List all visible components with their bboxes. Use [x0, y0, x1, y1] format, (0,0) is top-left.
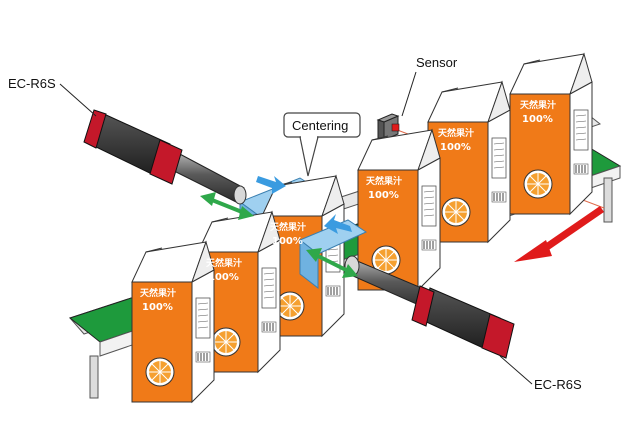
- actuator-right: [343, 255, 515, 359]
- juice-carton: [131, 241, 215, 403]
- carton-labels: 天然果汁 100% 天然果汁 100% 天然果汁 100% 天然果汁 100% …: [140, 99, 556, 313]
- carton-percent: 100%: [522, 114, 553, 125]
- conveyor-leg: [603, 177, 613, 223]
- carton-brand: 天然果汁: [140, 287, 176, 299]
- carton-brand: 天然果汁: [520, 99, 556, 111]
- juice-carton: [509, 53, 593, 215]
- sensor-label: Sensor: [416, 55, 458, 70]
- sensor-callout-line: [401, 71, 417, 117]
- centering-callout: Centering: [283, 112, 361, 177]
- green-double-arrow-icon: [200, 192, 254, 220]
- motor-left-label: EC-R6S: [8, 76, 56, 91]
- conveyor-leg: [89, 355, 99, 399]
- carton-brand: 天然果汁: [438, 127, 474, 139]
- carton-brand: 天然果汁: [270, 221, 306, 233]
- actuator-left: [83, 109, 247, 205]
- motor-right-label: EC-R6S: [534, 377, 582, 392]
- blue-arrow-icon: [256, 176, 352, 234]
- carton-brand: 天然果汁: [206, 257, 242, 269]
- carton-percent: 100%: [142, 302, 173, 313]
- sensor-device: [376, 113, 400, 141]
- carton-percent: 100%: [368, 190, 399, 201]
- carton-brand: 天然果汁: [366, 175, 402, 187]
- centering-label: Centering: [292, 118, 348, 133]
- carton-percent: 100%: [440, 142, 471, 153]
- green-double-arrow-icon: [306, 248, 358, 278]
- carton-percent: 100%: [272, 236, 303, 247]
- carton-percent: 100%: [208, 272, 239, 283]
- motor-left-callout-line: [59, 83, 97, 117]
- motor-right-callout-line: [499, 355, 533, 385]
- red-arrow-left-icon: [514, 206, 604, 262]
